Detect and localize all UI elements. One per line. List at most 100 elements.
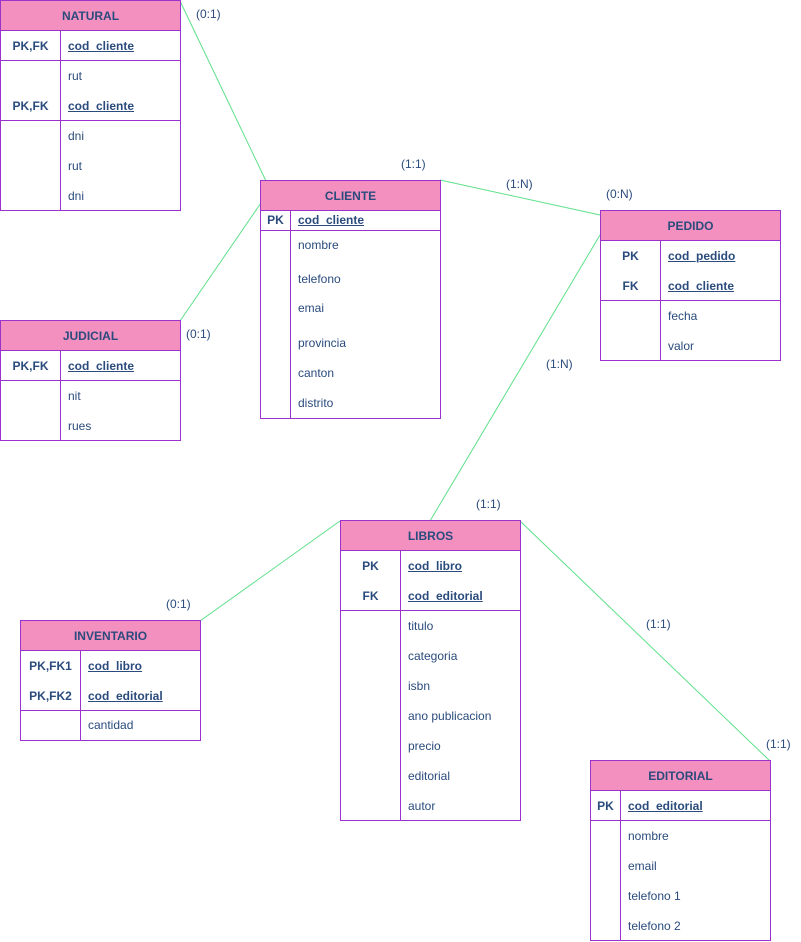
attribute-name: cod_cliente [68,39,135,53]
cardinality-judicial-cliente: (0:1) [186,327,211,341]
attribute-row: FK cod_cliente [601,271,780,301]
attribute-row: titulo [341,611,520,641]
attribute-row: rut [1,151,180,181]
attribute-row: PK,FK1 cod_libro [21,651,200,681]
attribute-name: categoria [408,649,458,663]
attribute-row: PK,FK cod_cliente [1,91,180,121]
attribute-name: ano publicacion [408,709,492,723]
attribute-row: PK cod_libro [341,551,520,581]
attribute-row: distrito [261,395,440,411]
attribute-row: nombre [261,237,440,253]
entity-title: JUDICIAL [1,321,180,351]
attribute-name: cantidad [88,718,134,732]
attribute-name: cod_editorial [628,799,703,813]
attribute-row: FK cod_editorial [341,581,520,611]
attribute-name: cod_editorial [88,689,163,703]
attribute-name: canton [298,366,335,380]
entity-editorial: EDITORIAL PK cod_editorial nombre email … [590,760,771,941]
attribute-name: rues [68,419,92,433]
cardinality-libros-editorial-a: (1:1) [646,617,671,631]
attribute-row: precio [341,731,520,761]
attribute-name: cod_cliente [298,213,365,227]
entity-title: LIBROS [341,521,520,551]
line-natural-cliente [179,0,267,182]
attribute-name: cod_cliente [668,279,735,293]
attribute-row: autor [341,791,520,821]
attribute-row: provincia [261,335,440,351]
attribute-name: rut [68,69,83,83]
attribute-name: distrito [298,396,334,410]
entity-cliente: CLIENTE PK cod_cliente nombre telefono e… [260,180,441,419]
attribute-name: telefono [298,272,341,286]
key-label: PK,FK1 [29,659,72,673]
attribute-row: rues [1,411,180,441]
attribute-row: email [591,851,770,881]
key-label: PK,FK [12,359,49,373]
key-label: PK,FK [12,99,49,113]
attribute-row: telefono 2 [591,911,770,941]
attribute-name: cod_pedido [668,249,736,263]
attribute-row: valor [601,331,780,361]
attribute-row: canton [261,365,440,381]
attribute-name: cod_libro [408,559,463,573]
attribute-row: PK,FK cod_cliente [1,351,180,381]
attribute-row: isbn [341,671,520,701]
key-label: FK [622,279,639,293]
entity-libros: LIBROS PK cod_libro FK cod_editorial tit… [340,520,521,821]
key-label: PK [267,213,284,227]
attribute-row: editorial [341,761,520,791]
attribute-name: telefono 1 [628,889,681,903]
attribute-name: telefono 2 [628,919,681,933]
attribute-name: nombre [298,238,339,252]
attribute-name: precio [408,739,441,753]
attribute-row: dni [1,181,180,211]
attribute-name: isbn [408,679,431,693]
key-label: PK,FK2 [29,689,72,703]
attribute-row: fecha [601,301,780,331]
attribute-name: titulo [408,619,434,633]
attribute-row: PK cod_editorial [591,791,770,821]
cardinality-libros-inventario: (0:1) [166,597,191,611]
attribute-row: PK,FK2 cod_editorial [21,681,200,711]
entity-inventario: INVENTARIO PK,FK1 cod_libro PK,FK2 cod_e… [20,620,201,741]
attribute-name: fecha [668,309,698,323]
entity-title: NATURAL [1,1,180,31]
attribute-row: telefono 1 [591,881,770,911]
attribute-row: rut [1,61,180,91]
line-libros-editorial [519,520,771,762]
cardinality-libros-editorial-b: (1:1) [766,737,791,751]
key-label: PK [597,799,614,813]
attribute-row: emai [261,300,440,316]
key-label: PK [362,559,379,573]
cardinality-pedido-libros-b: (1:1) [476,497,501,511]
attribute-name: email [628,859,657,873]
entity-title: PEDIDO [601,211,780,241]
key-label: PK,FK [12,39,49,53]
attribute-name: nit [68,389,81,403]
attribute-name: autor [408,799,436,813]
attribute-name: valor [668,339,695,353]
line-pedido-libros [429,234,601,522]
attribute-row: telefono [261,271,440,287]
attribute-name: editorial [408,769,451,783]
attribute-name: emai [298,301,325,315]
entity-natural: NATURAL PK,FK cod_cliente rut PK,FK cod_… [0,0,181,211]
key-label: FK [362,589,379,603]
attribute-name: nombre [628,829,669,843]
attribute-name: rut [68,159,83,173]
attribute-row: PK cod_cliente [261,211,440,231]
entity-title: INVENTARIO [21,621,200,651]
entity-title: EDITORIAL [591,761,770,791]
attribute-row: PK cod_pedido [601,241,780,271]
attribute-row: cantidad [21,711,200,740]
attribute-name: cod_editorial [408,589,483,603]
entity-judicial: JUDICIAL PK,FK cod_cliente nit rues [0,320,181,441]
key-label: PK [622,249,639,263]
attribute-name: cod_cliente [68,359,135,373]
cardinality-cliente-pedido-b: (1:N) [506,177,533,191]
attribute-name: cod_libro [88,659,143,673]
attribute-row: ano publicacion [341,701,520,731]
cardinality-natural-cliente: (0:1) [196,7,221,21]
entity-title: CLIENTE [261,181,440,211]
cardinality-cliente-pedido-c: (0:N) [606,187,633,201]
